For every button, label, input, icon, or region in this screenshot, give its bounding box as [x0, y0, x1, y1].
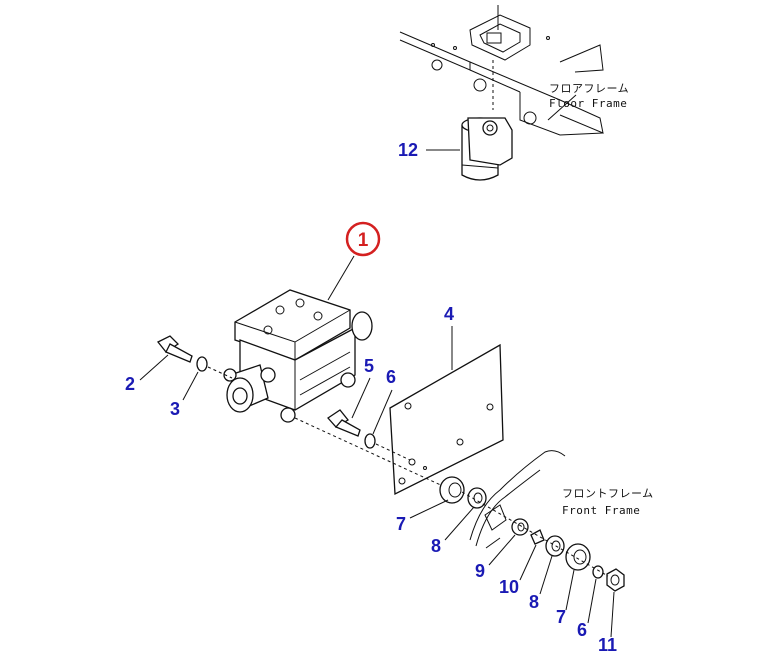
part-11-nut: [606, 568, 625, 592]
part-5-bolt: [327, 409, 361, 437]
front-frame: [469, 450, 566, 549]
part-8-washer-left: [467, 487, 487, 509]
part-7-spacer-left: [439, 476, 465, 504]
callout-7-right: 7: [556, 607, 566, 627]
part-9-collar: [511, 518, 529, 536]
part-4-plate: [389, 343, 504, 496]
callout-6-lower: 6: [577, 620, 587, 640]
callout-4: 4: [444, 304, 454, 324]
front-frame-en-label: Front Frame: [562, 504, 640, 517]
callout-6-upper: 6: [386, 367, 396, 387]
part-1-valve-assembly: [223, 289, 373, 423]
part-3-washer: [196, 356, 208, 372]
callout-3: 3: [170, 399, 180, 419]
floor-frame-jp-label: フロアフレーム: [549, 82, 629, 95]
callout-10: 10: [499, 577, 519, 597]
part-2-bolt: [156, 335, 193, 363]
part-8-washer-right: [545, 535, 565, 557]
part-6-washer-upper: [364, 433, 376, 449]
part-6-washer-lower: [592, 565, 604, 579]
callout-1-highlight-circle: [345, 221, 381, 257]
callout-5: 5: [364, 356, 374, 376]
front-frame-jp-label: フロントフレーム: [562, 487, 654, 500]
callout-9: 9: [475, 561, 485, 581]
callout-8-left: 8: [431, 536, 441, 556]
floor-frame-en-label: Floor Frame: [549, 97, 627, 110]
callout-2: 2: [125, 374, 135, 394]
callout-12: 12: [398, 140, 418, 160]
callout-1: 1: [358, 230, 369, 251]
part-10-bushing: [530, 529, 545, 545]
part-12-steering-unit: [461, 117, 513, 181]
callout-11: 11: [598, 635, 617, 655]
part-7-spacer-right: [565, 543, 591, 571]
floor-frame: [399, 5, 604, 136]
callout-7-left: 7: [396, 514, 406, 534]
callout-8-right: 8: [529, 592, 539, 612]
